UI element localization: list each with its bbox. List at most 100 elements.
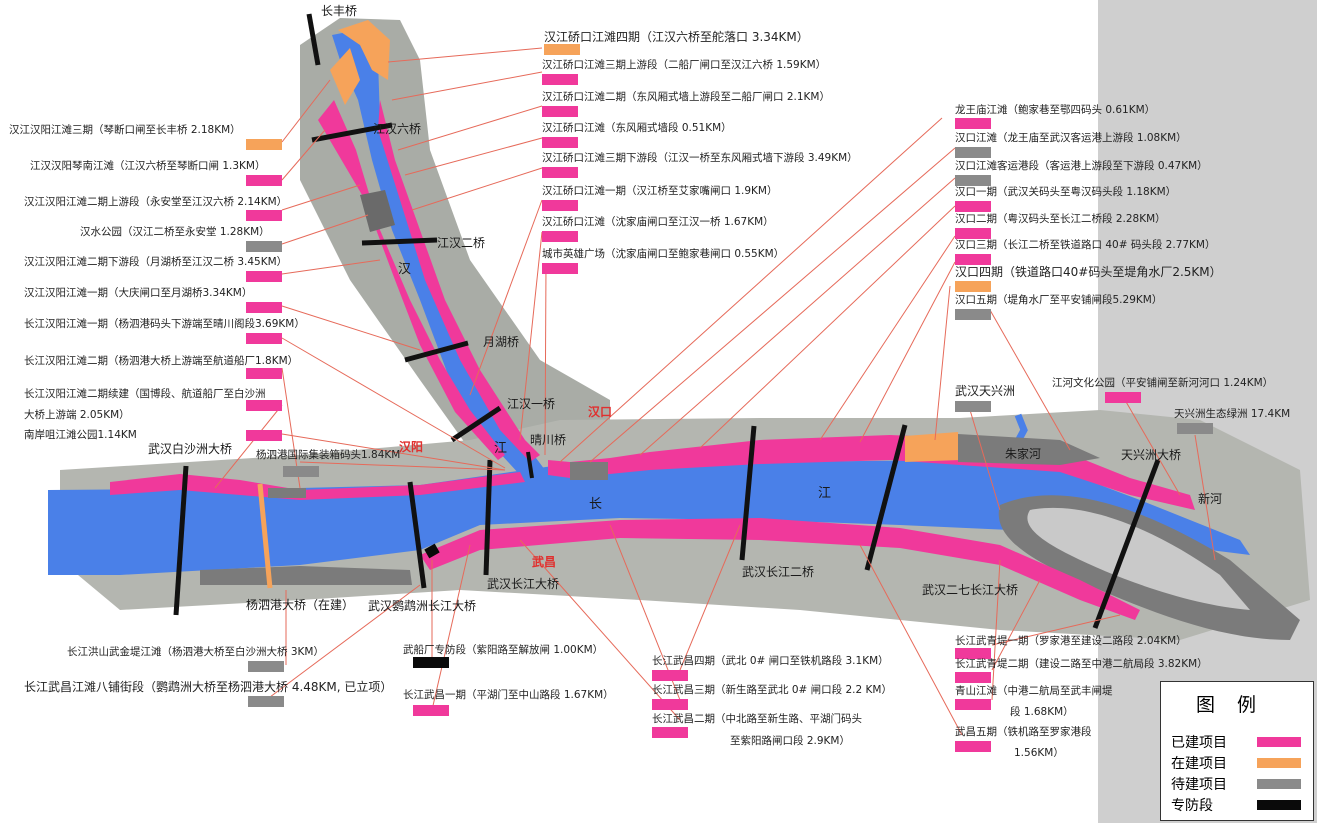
label-wc5-a: 武昌五期（铁机路至罗家港段	[955, 726, 1092, 738]
swatch-lwm	[955, 118, 991, 129]
swatch-wcfd	[413, 657, 449, 668]
label-qk2: 汉江硚口江滩二期（东风厢式墙上游段至二船厂闸口 2.1KM）	[542, 91, 830, 103]
wuchuan-flood-segment	[424, 543, 440, 559]
qingchuan-label: 晴川桥	[530, 433, 567, 447]
swatch-hk4	[955, 281, 991, 292]
label-lwm: 龙王庙江滩（鲍家巷至鄂四码头 0.61KM）	[955, 104, 1156, 116]
river-han-label: 汉	[398, 262, 412, 277]
label-wc2-a: 长江武昌二期（中北路至新生路、平湖门码头	[652, 713, 862, 725]
label-hk1: 汉口一期（武汉关码头至粤汉码头段 1.18KM）	[955, 186, 1177, 198]
baishazhou-bridge	[173, 465, 189, 616]
swatch-wc2	[652, 727, 688, 738]
swatch-qk4	[544, 44, 580, 55]
label-qk4: 汉江硚口江滩四期（江汉六桥至舵落口 3.34KM）	[544, 30, 809, 44]
swatch-qk2	[542, 106, 578, 117]
hankou-passenger-port-planned	[570, 462, 608, 480]
label-wc2-b: 至紫阳路闸口段 2.9KM）	[730, 735, 850, 747]
hongshan-wuchang-planned	[200, 566, 412, 585]
swatch-yxgc	[542, 263, 578, 274]
label-cjhy2x-a: 长江汉阳江滩二期续建（国博段、航道船厂至白沙洲	[24, 388, 266, 400]
label-wq2: 长江武青堤二期（建设二路至中港二航局段 3.82KM）	[955, 658, 1208, 670]
erqiao-label: 江汉二桥	[437, 236, 486, 250]
label-jhwh: 江河文化公园（平安铺闸至新河河口 1.24KM）	[1052, 377, 1274, 389]
yiqiao-label: 江汉一桥	[507, 397, 556, 411]
yingwuzhou-bridge	[407, 481, 427, 589]
label-qk3down: 汉江硚口江滩三期下游段（江汉一桥至东风厢式墙下游段 3.49KM）	[542, 152, 858, 164]
label-hk4: 汉口四期（铁道路口40#码头至堤角水厂2.5KM）	[955, 265, 1222, 279]
swatch-wq2	[955, 672, 991, 683]
label-qk-sj: 汉江硚口江滩（沈家庙闸口至江汉一桥 1.67KM）	[542, 216, 774, 228]
label-hy1: 汉江汉阳江滩一期（大庆闸口至月湖桥3.34KM）	[24, 287, 253, 299]
label-txz-st: 天兴洲生态绿洲 17.4KM	[1174, 408, 1291, 420]
label-hy2up: 汉江汉阳江滩二期上游段（永安堂至江汉六桥 2.14KM）	[24, 196, 288, 208]
label-cjhy2x-b: 大桥上游端 2.05KM）	[24, 409, 130, 421]
label-cjhy1: 长江汉阳江滩一期（杨泗港码头下游端至晴川阁段3.69KM）	[24, 318, 305, 330]
hankou-qiaokou-phase4-building	[338, 20, 390, 80]
swatch-hy1	[246, 302, 282, 313]
swatch-wc1	[413, 705, 449, 716]
swatch-qk1	[542, 200, 578, 211]
label-nazg: 南岸咀江滩公园1.14KM	[24, 429, 137, 441]
label-hy3: 汉江汉阳江滩三期（琴断口闸至长丰桥 2.18KM）	[9, 124, 241, 136]
swatch-hk2	[955, 228, 991, 239]
liuqiao-label: 江汉六桥	[373, 122, 422, 136]
swatch-qk-df	[542, 137, 578, 148]
yangsigang-container-planned	[268, 488, 306, 498]
swatch-txz	[955, 401, 991, 412]
swatch-qk3up	[542, 74, 578, 85]
swatch-wc5	[955, 741, 991, 752]
label-hsgy: 汉水公园（汉江二桥至永安堂 1.28KM）	[80, 226, 270, 238]
legend-swatch-built	[1257, 737, 1301, 747]
wuchang-bank-built	[420, 518, 1140, 620]
river-han-jiang-label: 江	[494, 441, 508, 456]
legend-swatch-planned	[1257, 779, 1301, 789]
label-qk1: 汉江硚口江滩一期（汉江桥至艾家嘴闸口 1.9KM）	[542, 185, 778, 197]
erqi-label: 武汉二七长江大桥	[922, 583, 1019, 597]
label-ysg-jz: 杨泗港国际集装箱码头1.84KM	[256, 449, 401, 461]
swatch-cjhy2	[246, 368, 282, 379]
legend: 图例 已建项目 在建项目 待建项目 专防段	[1160, 681, 1314, 821]
jianghan-2-bridge	[361, 237, 438, 246]
label-wc4: 长江武昌四期（武北 0# 闸口至铁机路段 3.1KM）	[652, 655, 889, 667]
label-wcfd: 武船厂专防段（紫阳路至解放闸 1.00KM）	[403, 644, 604, 656]
baishazhou-label: 武汉白沙洲大桥	[148, 442, 233, 456]
yuehu-label: 月湖桥	[483, 335, 520, 349]
swatch-ysg-jz	[283, 466, 319, 477]
label-qk3up: 汉江硚口江滩三期上游段（二船厂闸口至汉江六桥 1.59KM）	[542, 59, 827, 71]
label-hk3: 汉口三期（长江二桥至铁道路口 40# 码头段 2.77KM）	[955, 239, 1216, 251]
swatch-nazg	[246, 430, 282, 441]
label-wc1: 长江武昌一期（平湖门至中山路段 1.67KM）	[403, 689, 614, 701]
swatch-jhwh	[1105, 392, 1141, 403]
changjiang-2-label: 武汉长江二桥	[742, 565, 815, 579]
label-yxgc: 城市英雄广场（沈家庙闸口至鲍家巷闸口 0.55KM）	[542, 248, 785, 260]
legend-label-flood: 专防段	[1171, 798, 1213, 814]
label-txz: 武汉天兴洲	[955, 384, 1016, 398]
swatch-cjhy1	[246, 333, 282, 344]
swatch-hy2down	[246, 271, 282, 282]
changfeng-bridge-label: 长丰桥	[321, 4, 358, 18]
label-wc5-b: 1.56KM）	[1014, 747, 1064, 759]
hanyang-bank-built	[318, 100, 505, 460]
tianxingzhou-bridge	[1092, 459, 1161, 629]
label-wc3: 长江武昌三期（新生路至武北 0# 闸口段 2.2 KM）	[652, 684, 892, 696]
swatch-hk3	[955, 254, 991, 265]
zhujiahe-label: 朱家河	[1005, 447, 1042, 461]
swatch-hk-jt	[955, 147, 991, 158]
yuehu-bridge	[404, 340, 469, 363]
swatch-wc4	[652, 670, 688, 681]
jianghan-6-bridge	[311, 122, 393, 143]
yangsigang-bridge	[257, 483, 273, 589]
swatch-wc3	[652, 699, 688, 710]
label-qk-df: 汉江硚口江滩（东风厢式墙段 0.51KM）	[542, 122, 732, 134]
swatch-hy2up	[246, 210, 282, 221]
river-chang-label: 长	[589, 497, 603, 512]
swatch-hsgy	[246, 241, 282, 252]
district-hankou: 汉口	[588, 405, 613, 419]
erqi-bridge	[864, 424, 908, 571]
swatch-hongshan	[248, 661, 284, 672]
swatch-hk-ky	[955, 175, 991, 186]
legend-label-building: 在建项目	[1171, 756, 1227, 772]
leader-lines	[214, 47, 1216, 736]
hanshui-park-planned	[360, 190, 395, 232]
